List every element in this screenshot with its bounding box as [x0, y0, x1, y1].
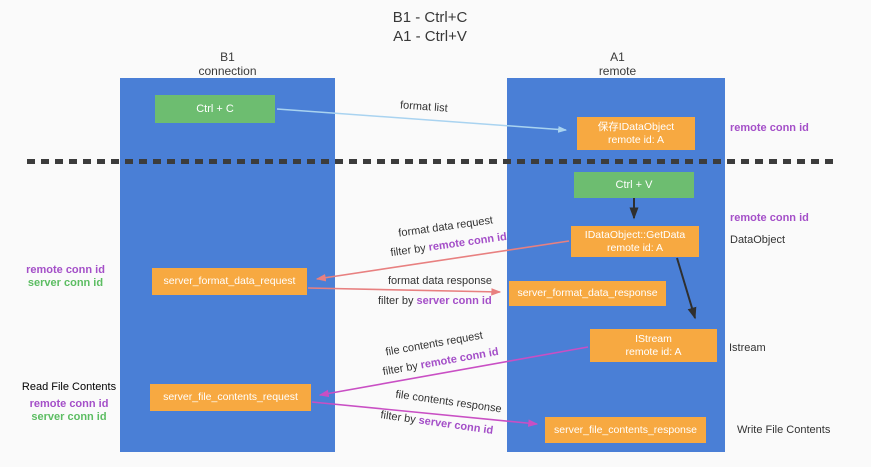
arrow-format-list [276, 108, 568, 133]
arrow-file-contents-request [318, 346, 589, 398]
title-line-1: B1 - Ctrl+C [392, 9, 468, 26]
left-label-format-conn-ids: remote conn id server conn id [18, 264, 113, 290]
node-getdata-line1: IDataObject::GetData [584, 228, 686, 241]
edge-label-format-data-response: format data response [388, 275, 492, 287]
node-idataobject-getdata: IDataObject::GetData remote id: A [571, 226, 699, 257]
title-line-2: A1 - Ctrl+V [393, 28, 467, 45]
node-istream-line2: remote id: A [625, 345, 682, 358]
lane-header-b1: B1 connection [160, 50, 295, 78]
left-label-read-file-contents: Read File Contents remote conn id server… [14, 381, 124, 424]
node-save-idataobject-line2: remote id: A [607, 133, 665, 146]
node-istream: IStream remote id: A [590, 329, 717, 362]
node-server-file-contents-response: server_file_contents_response [545, 417, 706, 443]
node-ctrl-v-label: Ctrl + V [615, 178, 653, 191]
server-conn-id-text: server conn id [416, 295, 492, 307]
arrow-format-data-request [315, 240, 570, 282]
node-server-file-contents-response-label: server_file_contents_response [553, 423, 697, 436]
diagram-title: B1 - Ctrl+C A1 - Ctrl+V [0, 8, 860, 46]
right-label-remote-conn-id-top: remote conn id [730, 122, 809, 134]
node-server-file-contents-request-label: server_file_contents_request [163, 391, 298, 403]
node-save-idataobject-line1: 保存IDataObject [597, 120, 675, 133]
right-label-write-file-contents: Write File Contents [737, 424, 831, 436]
node-server-format-data-request-label: server_format_data_request [163, 275, 296, 287]
remote-conn-id-label: remote conn id [29, 398, 109, 410]
lane-a1-title: A1 [610, 50, 625, 64]
lane-b1-subtitle: connection [198, 64, 257, 78]
node-server-format-data-response-label: server_format_data_response [517, 287, 658, 299]
node-server-format-data-request: server_format_data_request [152, 268, 307, 295]
node-server-file-contents-request: server_file_contents_request [150, 384, 311, 411]
server-conn-id-label: server conn id [31, 411, 107, 423]
node-server-format-data-response: server_format_data_response [509, 281, 666, 306]
filter-by-text: filter by [378, 295, 414, 307]
arrow-file-contents-response [311, 401, 539, 427]
node-istream-line1: IStream [635, 332, 672, 345]
remote-conn-id-label: remote conn id [26, 264, 105, 276]
server-conn-id-label: server conn id [27, 277, 104, 289]
lane-b1-title: B1 [220, 50, 235, 64]
lane-header-a1: A1 remote [550, 50, 685, 78]
arrow-getdata-to-istream [676, 257, 697, 320]
node-save-idataobject: 保存IDataObject remote id: A [577, 117, 695, 150]
read-file-contents-label: Read File Contents [21, 381, 117, 393]
right-label-istream: Istream [729, 342, 766, 354]
node-getdata-line2: remote id: A [606, 241, 664, 254]
node-ctrl-v: Ctrl + V [574, 172, 694, 198]
node-ctrl-c-label: Ctrl + C [196, 102, 234, 115]
node-ctrl-c: Ctrl + C [155, 95, 275, 123]
arrow-format-data-response [307, 287, 502, 296]
right-label-dataobject: DataObject [730, 234, 786, 246]
right-label-remote-conn-id-mid: remote conn id [730, 212, 809, 224]
lane-a1-subtitle: remote [598, 64, 637, 78]
dashed-separator [27, 159, 834, 164]
